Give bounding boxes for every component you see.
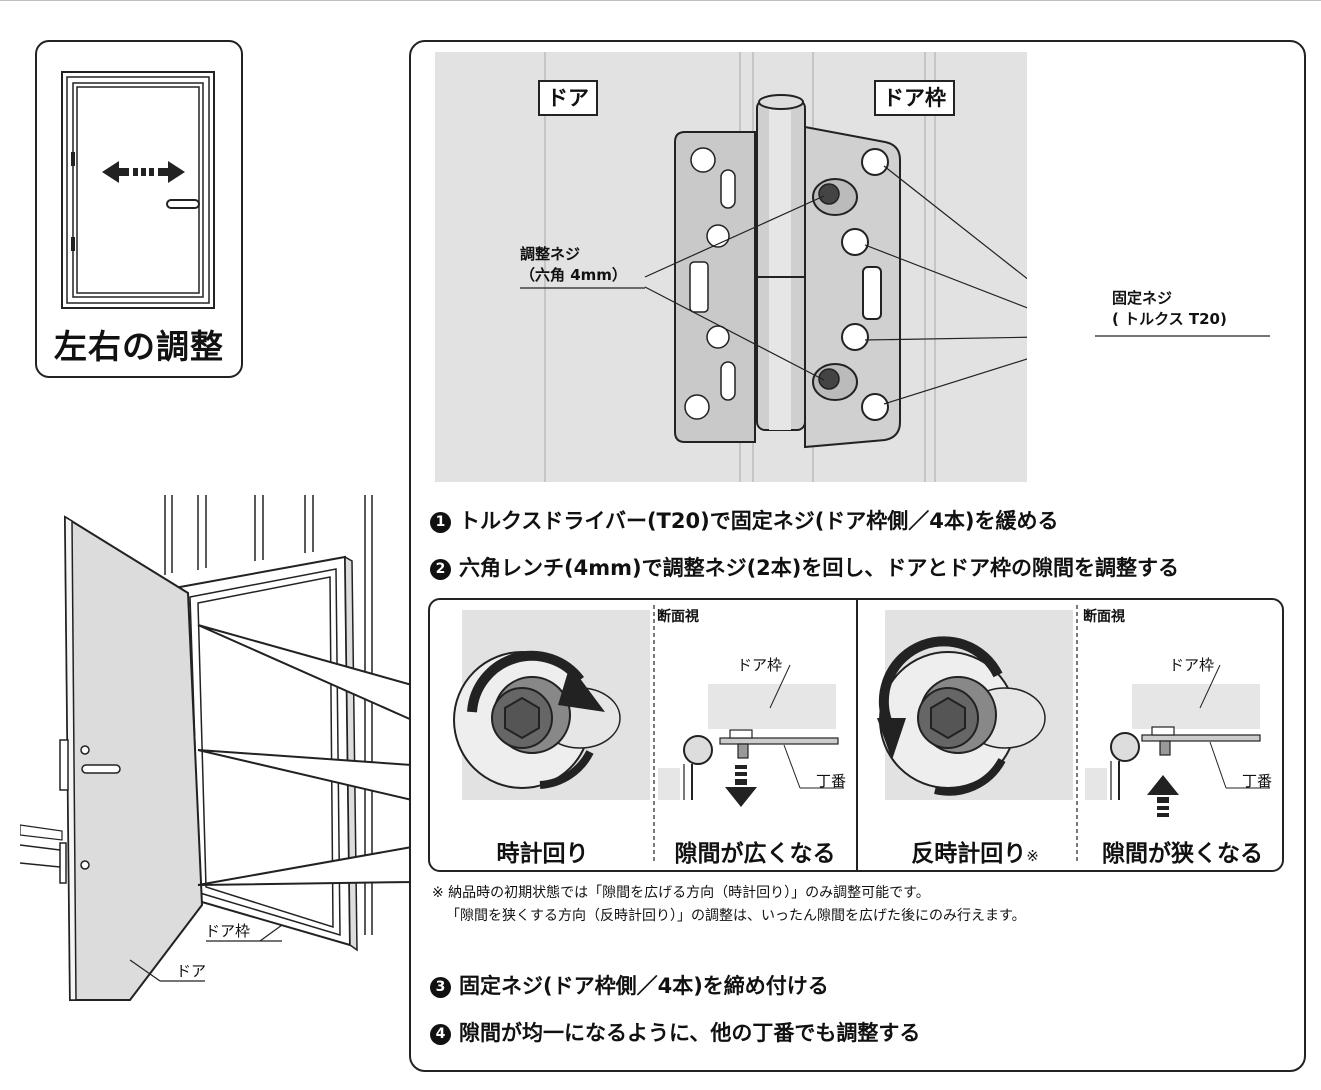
note-line-1: ※ 納品時の初期状態では「隙間を広げる方向（時計回り）」のみ調整可能です。 <box>432 885 930 901</box>
fixed-screw-callout-line2: ( トルクス T20) <box>1112 310 1227 328</box>
narrow-gap-caption: 隙間が狭くなる <box>1102 841 1263 867</box>
step-3-number: 3 <box>430 977 451 998</box>
widen-gap-caption: 隙間が広くなる <box>674 841 836 867</box>
section-hinge-label-right: 丁番 <box>1242 772 1273 790</box>
adjustment-direction-illustrations <box>453 600 1270 870</box>
section-frame-label-left: ドア枠 <box>737 656 783 674</box>
counterclockwise-caption-text: 反時計回り <box>911 841 1027 867</box>
fixed-screw-leader <box>1095 335 1270 337</box>
open-door-illustration <box>20 495 413 1001</box>
section-view-label-right: 断面視 <box>1083 609 1125 625</box>
clockwise-caption: 時計回り <box>496 841 589 867</box>
step-4-number: 4 <box>430 1024 451 1045</box>
section-frame-label-right: ドア枠 <box>1169 656 1215 674</box>
step-2: 2 六角レンチ(4mm)で調整ネジ(2本)を回し、ドアとドア枠の隙間を調整する <box>430 552 1179 582</box>
step-2-number: 2 <box>430 559 451 580</box>
step-4: 4 隙間が均一になるように、他の丁番でも調整する <box>430 1017 920 1047</box>
step-1: 1 トルクスドライバー(T20)で固定ネジ(ドア枠側／4本)を緩める <box>430 505 1059 535</box>
top-divider <box>0 0 1321 1</box>
fixed-screw-callout-line1: 固定ネジ <box>1112 289 1173 307</box>
step-1-text: トルクスドライバー(T20)で固定ネジ(ドア枠側／4本)を緩める <box>459 509 1059 533</box>
adjust-screw-callout-line2: （六角 4mm） <box>520 266 627 284</box>
door-lateral-adjust-icon <box>61 71 215 309</box>
step-4-text: 隙間が均一になるように、他の丁番でも調整する <box>459 1021 921 1045</box>
door-label: ドア <box>176 962 207 980</box>
hinge-door-label: ドア <box>538 80 598 116</box>
step-3-text: 固定ネジ(ドア枠側／4本)を締め付ける <box>459 974 829 998</box>
step-1-number: 1 <box>430 512 451 533</box>
fixed-screw-callout: 固定ネジ ( トルクス T20) <box>1112 288 1227 330</box>
section-view-label-left: 断面視 <box>657 609 699 625</box>
adjust-screw-callout: 調整ネジ （六角 4mm） <box>520 244 627 286</box>
left-right-adjustment-icon-box: 左右の調整 <box>35 40 243 378</box>
counterclockwise-note-mark: ※ <box>1026 847 1039 865</box>
note-line-2: 「隙間を狭くする方向（反時計回り）」の調整は、いったん隙間を広げた後にのみ行えま… <box>446 908 1026 924</box>
door-frame-label: ドア枠 <box>205 922 251 940</box>
section-hinge-label-left: 丁番 <box>816 772 847 790</box>
step-3: 3 固定ネジ(ドア枠側／4本)を締め付ける <box>430 970 829 1000</box>
icon-box-title: 左右の調整 <box>54 327 224 366</box>
counterclockwise-caption: 反時計回り※ <box>870 834 1080 868</box>
hinge-closeup-illustration <box>435 52 1027 482</box>
step-2-text: 六角レンチ(4mm)で調整ネジ(2本)を回し、ドアとドア枠の隙間を調整する <box>459 556 1179 580</box>
adjust-screw-callout-line1: 調整ネジ <box>520 245 581 263</box>
hinge-frame-label: ドア枠 <box>874 80 955 116</box>
